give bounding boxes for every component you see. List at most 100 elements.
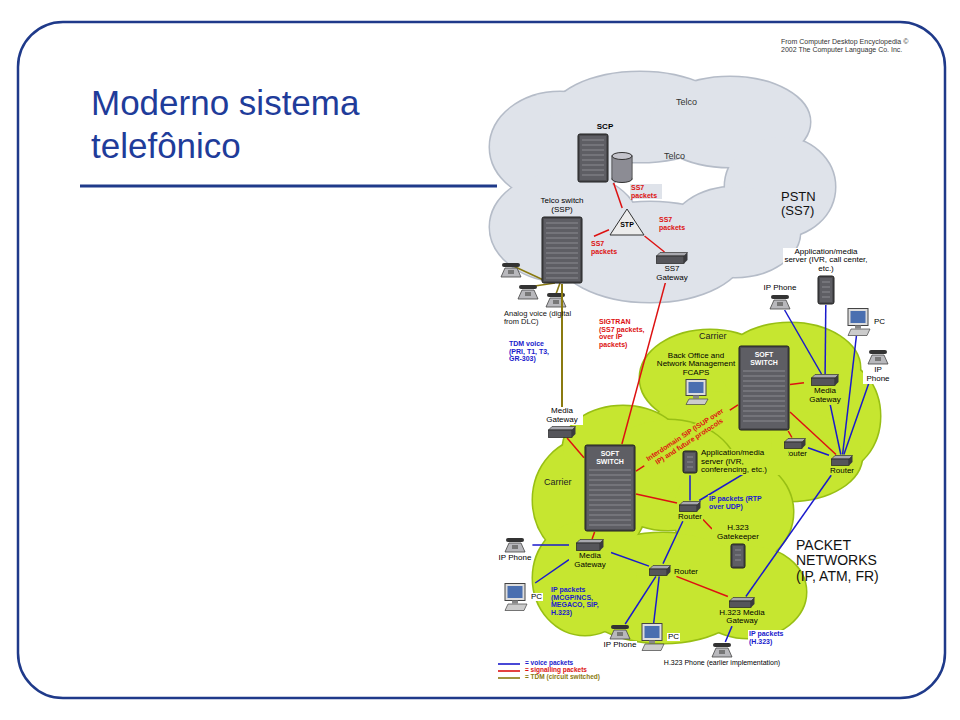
device-label: Application/media server (IVR, conferenc… <box>700 449 788 475</box>
network-device: Media Gateway <box>804 374 846 405</box>
shape-rect <box>613 157 632 179</box>
device-label: Router <box>673 568 699 577</box>
device-label: SOFT SWITCH <box>739 351 789 366</box>
edge-label-holder: TDM voice (PRI, T1, T3, GR-303) <box>508 340 558 363</box>
shape-line <box>743 381 785 382</box>
edge-label-holder: IP packets (RTP over UDP) <box>708 495 770 510</box>
device-icon <box>656 252 688 264</box>
network-device: H.323 Media Gateway <box>711 597 773 627</box>
device-icon <box>831 455 853 466</box>
device-label: SCP <box>596 123 614 132</box>
shape-polygon <box>680 501 701 505</box>
legend-line <box>498 670 520 672</box>
shape-polygon <box>848 329 870 336</box>
shape-polygon <box>642 644 664 651</box>
cloud-label: Telco <box>675 98 698 108</box>
device-icon <box>577 133 633 183</box>
device-icon <box>784 438 806 449</box>
device-icon <box>730 543 746 569</box>
shape-line <box>589 520 631 521</box>
shape-rect <box>848 309 868 326</box>
device-icon <box>584 444 636 532</box>
edge-label-holder: SS7 packets <box>658 216 690 231</box>
device-icon <box>866 349 890 365</box>
device-label: H.323 Gatekeeper <box>712 524 764 542</box>
edge-label-holder: SIGTRAN (SS7 packets, over IP packets) <box>598 318 646 349</box>
shape-line <box>822 297 830 298</box>
shape-line <box>743 416 785 417</box>
network-device: Back Office and Network Management FCAPS <box>655 352 737 405</box>
shape-polygon <box>751 597 755 607</box>
shape-line <box>743 371 785 372</box>
device-icon <box>503 537 527 553</box>
network-device: Router <box>649 564 699 577</box>
region-label: PACKET NETWORKS (IP, ATM, FR) <box>795 538 887 584</box>
network-device: Router <box>829 455 855 476</box>
shape-rect <box>544 219 580 281</box>
device-label: Back Office and Network Management FCAPS <box>655 352 737 378</box>
shape-polygon <box>684 253 688 264</box>
device-label: Media Gateway <box>804 387 846 405</box>
device-label: PC <box>873 318 886 327</box>
shape-rect <box>577 543 601 551</box>
shape-polygon <box>785 438 806 442</box>
device-icon <box>548 426 576 438</box>
device-icon <box>679 501 701 512</box>
shape-line <box>735 550 741 551</box>
shape-line <box>589 505 631 506</box>
device-icon <box>541 216 583 284</box>
edge-label-holder: SS7 packets <box>590 240 622 255</box>
shape-rect <box>685 453 695 471</box>
shape-line <box>822 292 830 293</box>
shape-path <box>610 630 630 639</box>
shape-line <box>589 485 631 486</box>
network-device: Application/media server (IVR, conferenc… <box>682 449 788 475</box>
shape-rect <box>851 311 866 323</box>
shape-line <box>589 470 631 471</box>
network-device: Media Gateway <box>541 407 583 438</box>
shape-line <box>743 396 785 397</box>
shape-line <box>546 263 578 264</box>
device-label: IP Phone <box>763 284 798 293</box>
shape-line <box>687 467 693 468</box>
shape-line <box>582 150 604 151</box>
shape-polygon <box>650 565 671 569</box>
shape-line <box>589 510 631 511</box>
network-device: Application/media server (IVR, call cent… <box>783 248 869 305</box>
cloud-text-holder: PSTN (SS7) <box>780 190 842 219</box>
shape-rect <box>617 632 623 636</box>
device-icon <box>817 275 835 305</box>
device-icon <box>683 379 709 405</box>
network-cloud: TelcoTelcoPSTN (SS7)SCPTelco switch (SSP… <box>480 62 850 312</box>
network-device: IP Phone <box>603 624 638 650</box>
legend-line <box>498 663 520 665</box>
edge-label: SIGTRAN (SS7 packets, over IP packets) <box>598 318 646 349</box>
shape-line <box>589 525 631 526</box>
shape-rect <box>818 276 834 304</box>
shape-rect <box>657 256 685 264</box>
network-device: IP Phone <box>498 537 533 563</box>
network-device: Router <box>677 501 703 522</box>
shape-line <box>582 170 604 171</box>
shape-rect <box>542 217 582 283</box>
shape-line <box>687 457 693 458</box>
edge-label: TDM voice (PRI, T1, T3, GR-303) <box>508 340 558 363</box>
cloud-text-holder: Carrier <box>543 478 573 488</box>
shape-ellipse <box>533 521 637 635</box>
shape-polygon <box>577 540 604 544</box>
device-label: Router <box>829 467 855 476</box>
shape-rect <box>680 505 698 512</box>
device-label: IP Phone <box>498 554 533 563</box>
title-holder: Moderno sistema telefônico <box>90 82 432 167</box>
edge-label: IP packets (RTP over UDP) <box>708 495 770 510</box>
shape-line <box>735 555 741 556</box>
shape-line <box>589 480 631 481</box>
shape-rect <box>580 136 606 180</box>
device-label: Media Gateway <box>569 552 611 570</box>
network-device: H.323 Phone (earlier implementation) <box>663 642 781 667</box>
device-label: SOFT SWITCH <box>585 450 635 465</box>
shape-rect <box>650 569 668 576</box>
edge-label: SS7 packets <box>590 240 622 255</box>
shape-rect <box>649 641 655 644</box>
cloud-label: PSTN (SS7) <box>780 190 842 219</box>
